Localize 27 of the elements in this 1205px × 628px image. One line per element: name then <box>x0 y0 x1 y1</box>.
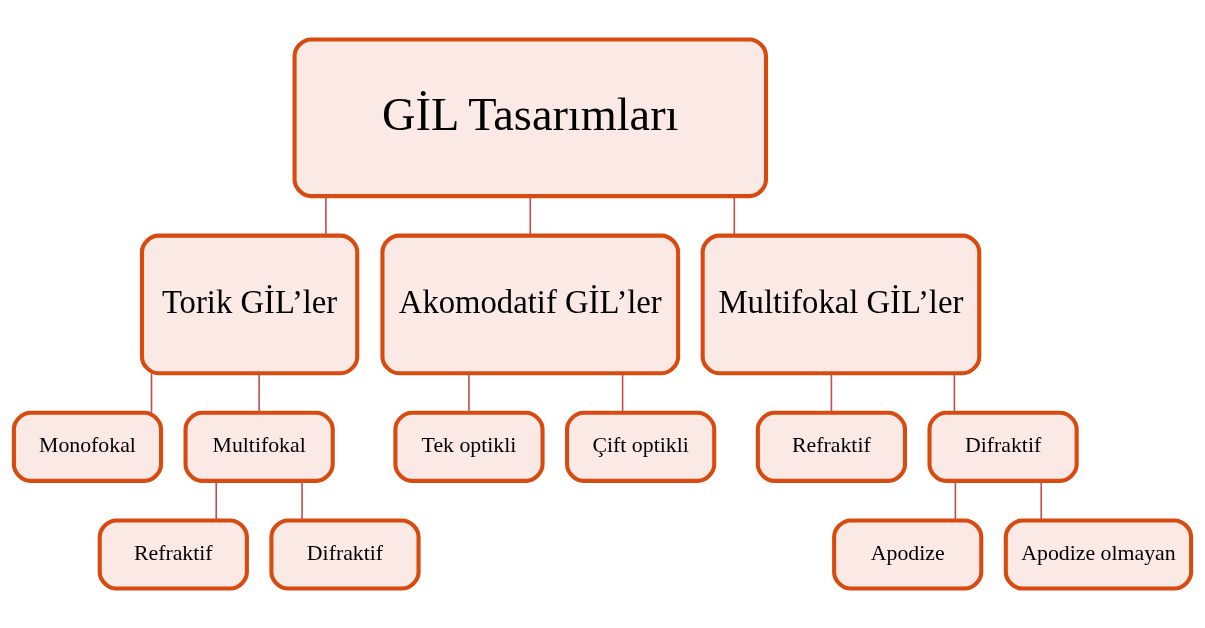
node-box: GİL Tasarımları <box>292 37 769 199</box>
connector <box>529 195 532 237</box>
connector <box>215 480 218 522</box>
node-box: Multifokal GİL’ler <box>700 233 982 376</box>
connector <box>954 480 957 522</box>
connector <box>621 372 624 414</box>
connector <box>830 372 833 414</box>
node-box: Difraktif <box>269 518 421 591</box>
node-box: Multifokal <box>183 410 335 483</box>
node-box: Çift optikli <box>565 410 717 483</box>
connector <box>733 195 736 237</box>
node-box: Monofokal <box>11 410 164 483</box>
node-box: Refraktif <box>97 518 249 591</box>
connector <box>150 372 153 414</box>
node-box: Refraktif <box>755 410 908 483</box>
node-box: Torik GİL’ler <box>139 233 360 376</box>
connector <box>468 372 470 414</box>
connector <box>953 372 956 414</box>
node-box: Apodize <box>832 518 984 591</box>
connector <box>325 195 327 237</box>
connector <box>1040 480 1043 522</box>
node-box: Apodize olmayan <box>1003 518 1194 591</box>
connector <box>258 372 260 414</box>
node-box: Akomodatif GİL’ler <box>380 233 681 376</box>
node-box: Tek optikli <box>393 410 545 483</box>
node-box: Difraktif <box>927 410 1079 483</box>
connector <box>301 480 303 522</box>
